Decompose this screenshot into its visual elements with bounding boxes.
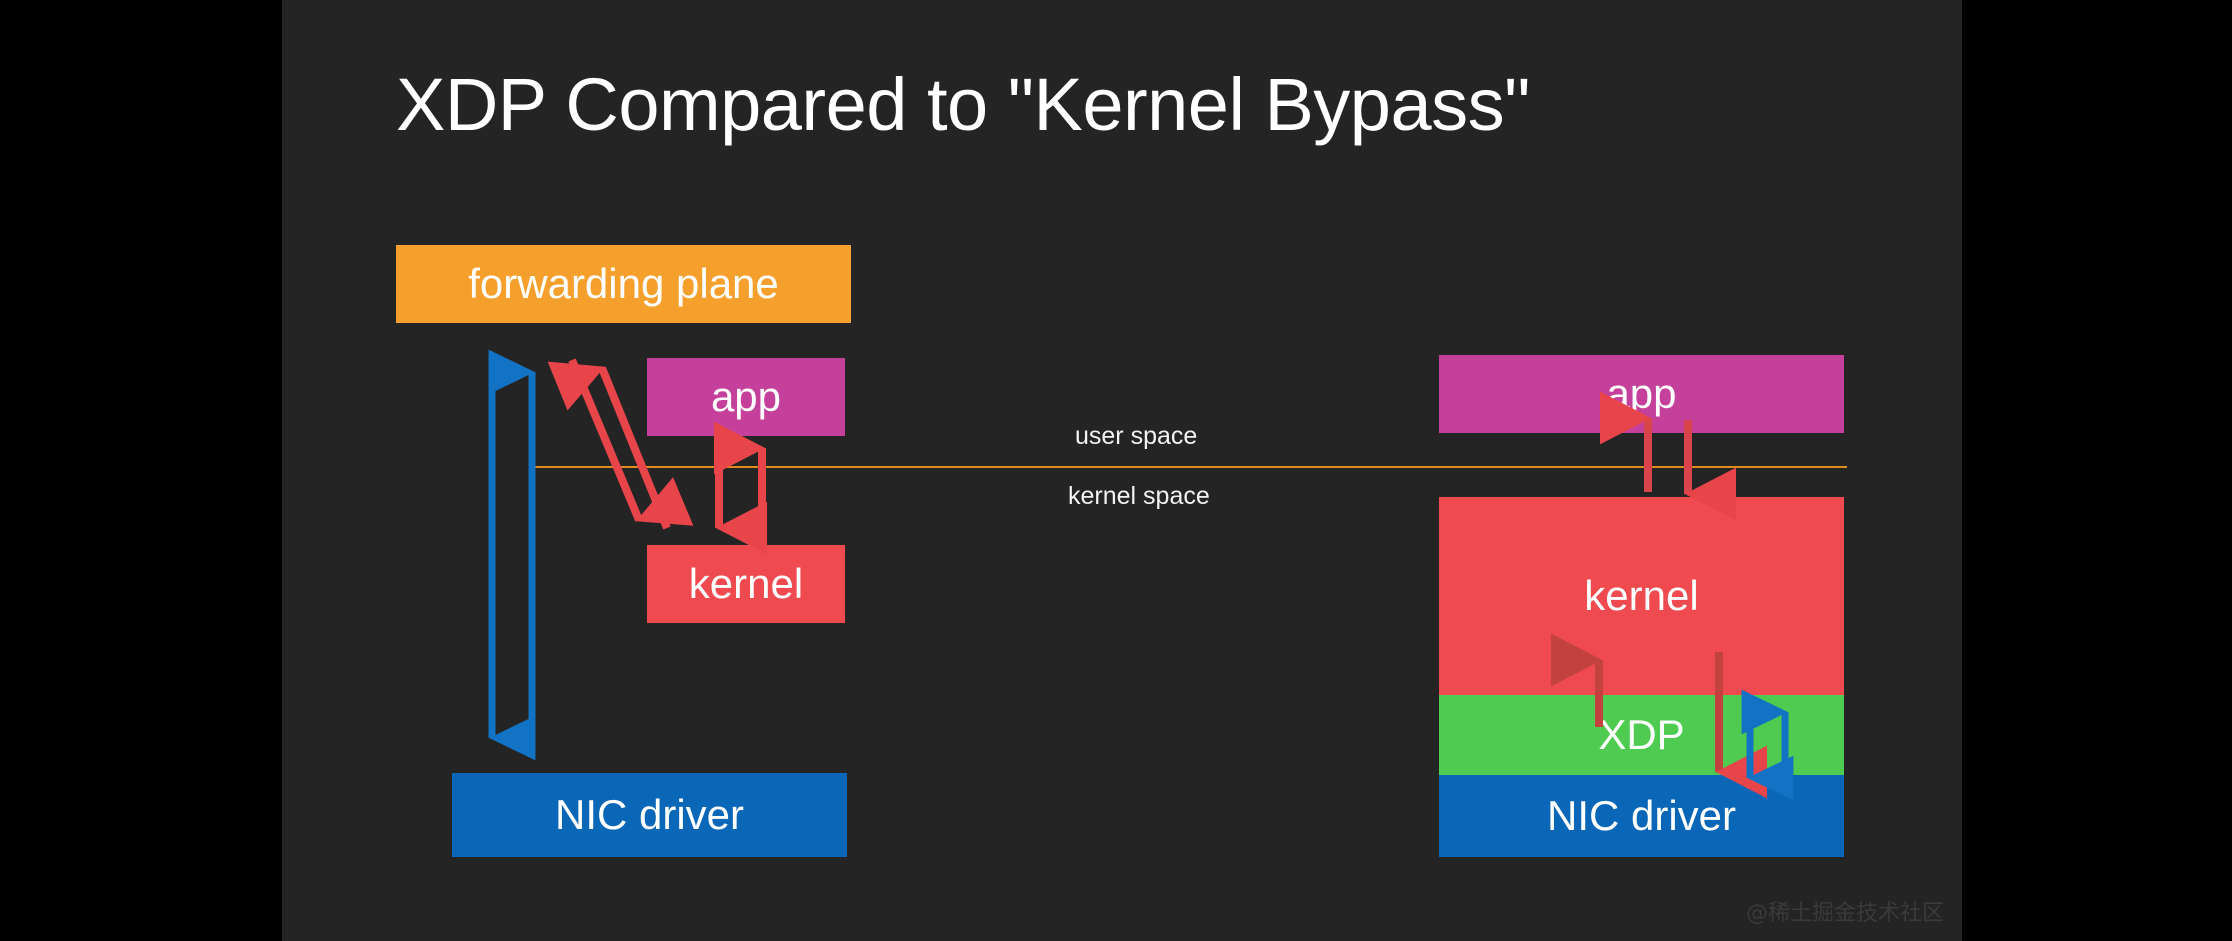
watermark: @稀土掘金技术社区 — [1745, 901, 1944, 926]
left-arrow-diagonal-up — [547, 361, 671, 530]
user-space-label: user space — [1075, 422, 1198, 450]
user-kernel-divider-line — [532, 466, 1847, 468]
arrow-layer — [488, 349, 1794, 801]
right-box-kernel: kernel — [1439, 497, 1844, 695]
left-box-kernel: kernel — [647, 545, 845, 623]
slide-stage: XDP Compared to "Kernel Bypass" user spa… — [282, 0, 1962, 941]
kernel-space-label: kernel space — [1068, 482, 1210, 510]
left-box-forwarding-plane: forwarding plane — [396, 245, 851, 323]
left-box-app: app — [647, 358, 845, 436]
left-box-nic-driver: NIC driver — [452, 773, 847, 857]
page-title: XDP Compared to "Kernel Bypass" — [396, 63, 1530, 146]
